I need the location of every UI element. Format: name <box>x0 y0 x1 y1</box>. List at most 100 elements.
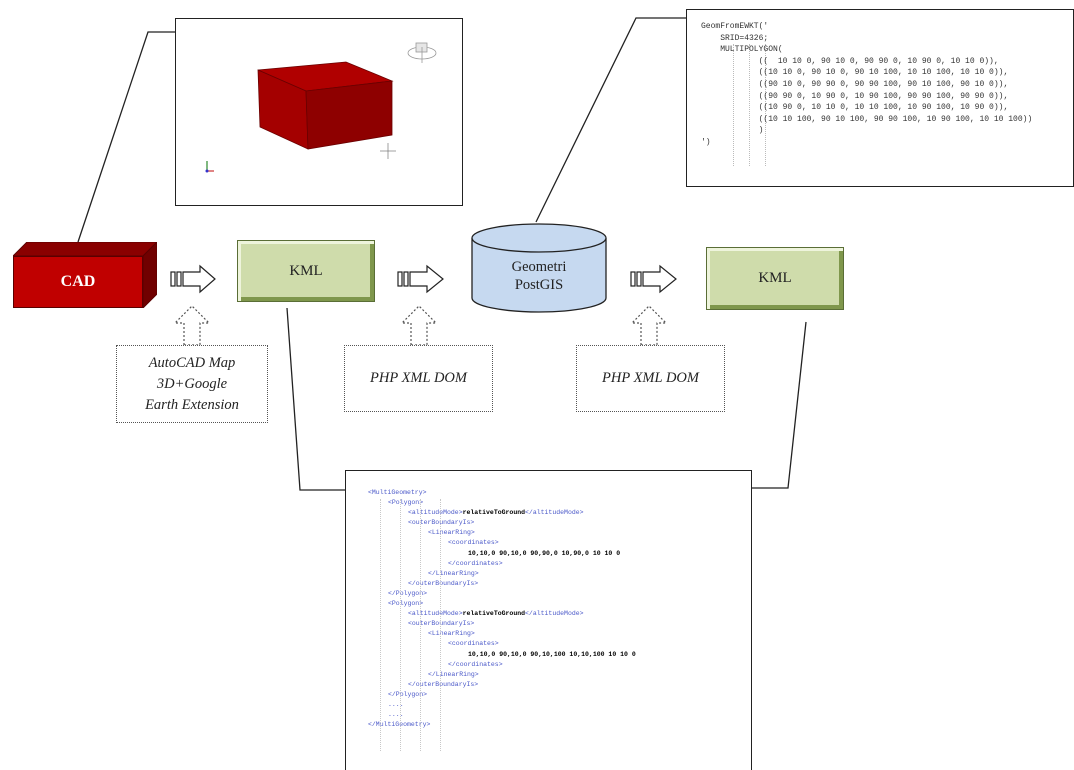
kml-line: <coordinates> <box>346 538 751 548</box>
kml-line: </outerBoundaryIs> <box>346 579 751 589</box>
cad-3d-view <box>205 42 437 173</box>
kml-tag: </Polygon> <box>388 589 428 597</box>
kml-line: </LinearRing> <box>346 670 751 680</box>
kml-line: <Polygon> <box>346 599 751 609</box>
kml-tag: </coordinates> <box>448 559 503 567</box>
kml-coordinates-value: 10,10,0 90,10,0 90,90,0 10,90,0 10 10 0 <box>468 549 621 557</box>
kml-altitude-value: relativeToGround <box>462 509 526 517</box>
kml-line: </outerBoundaryIs> <box>346 680 751 690</box>
sql-line: ((90 90 0, 10 90 0, 10 90 100, 90 90 100… <box>701 91 1009 101</box>
kml-tag: </LinearRing> <box>428 670 479 678</box>
crosshair-icon <box>380 143 396 159</box>
indent-guide <box>380 499 381 751</box>
kml-line: <MultiGeometry> <box>346 488 751 498</box>
kml-tag: <LinearRing> <box>428 529 475 537</box>
arrow-cad-to-kml <box>170 264 216 294</box>
sql-line: MULTIPOLYGON( <box>701 45 783 55</box>
cube-side-face <box>305 80 393 150</box>
kml-line: <Polygon> <box>346 498 751 508</box>
sql-line: ((10 10 100, 90 10 100, 90 90 100, 10 90… <box>701 114 1033 124</box>
kml-line: .... <box>346 710 751 720</box>
indent-guide <box>765 44 766 166</box>
kml-tag: </outerBoundaryIs> <box>408 579 479 587</box>
view-cube-icon <box>407 42 437 63</box>
kml-line: <outerBoundaryIs> <box>346 619 751 629</box>
kml-line: .... <box>346 700 751 710</box>
kml-line: <coordinates> <box>346 639 751 649</box>
arrow-db-to-kml <box>630 264 677 294</box>
up-arrow-autocad <box>173 305 211 350</box>
autocad-line3: Earth Extension <box>145 396 239 413</box>
ucs-icon <box>205 161 214 173</box>
kml-tag: .... <box>388 700 404 708</box>
database-cylinder <box>471 223 607 313</box>
kml-tag: <coordinates> <box>448 539 499 547</box>
kml-line: </Polygon> <box>346 690 751 700</box>
up-arrow-php-1 <box>400 305 438 350</box>
database-label: Geometri PostGIS <box>472 258 606 294</box>
sql-line: ) <box>701 126 764 136</box>
indent-guide <box>733 44 734 166</box>
kml-tag: <altitudeMode> <box>408 509 463 517</box>
php-xml-dom-label-1: PHP XML DOM <box>344 345 493 412</box>
kml-tag: <altitudeMode> <box>408 610 463 618</box>
cad-callout-line <box>77 31 175 243</box>
cad-box-top-face <box>13 242 157 256</box>
kml-altitude-value: relativeToGround <box>462 610 526 618</box>
autocad-line2: 3D+Google <box>156 375 228 392</box>
kml-coordinates-value: 10,10,0 90,10,0 90,10,100 10,10,100 10 1… <box>468 650 636 658</box>
kml-tag: </altitudeMode> <box>525 509 584 517</box>
kml-tag: <outerBoundaryIs> <box>408 620 475 628</box>
up-arrow-php-2 <box>630 305 668 350</box>
kml-line: <altitudeMode>relativeToGround</altitude… <box>346 508 751 518</box>
kml-tag: <coordinates> <box>448 640 499 648</box>
kml-tag: <MultiGeometry> <box>368 489 427 496</box>
sql-code-block: GeomFromEWKT(' SRID=4326; MULTIPOLYGON( … <box>701 21 1073 149</box>
sql-line: ') <box>701 137 711 147</box>
sql-line: SRID=4326; <box>701 33 769 43</box>
cad-screenshot-panel <box>175 18 463 206</box>
php-xml-dom-label-2: PHP XML DOM <box>576 345 725 412</box>
database-label-line1: Geometri <box>511 259 567 275</box>
arrow-kml-to-db <box>397 264 444 294</box>
db-callout-line <box>535 17 686 223</box>
kml-line: </coordinates> <box>346 660 751 670</box>
kml-tag: </outerBoundaryIs> <box>408 680 479 688</box>
indent-guide <box>400 499 401 751</box>
kml-line: 10,10,0 90,10,0 90,10,100 10,10,100 10 1… <box>346 650 751 660</box>
kml-line: <LinearRing> <box>346 629 751 639</box>
postgis-sql-panel: GeomFromEWKT(' SRID=4326; MULTIPOLYGON( … <box>686 9 1074 187</box>
kml-tag: </altitudeMode> <box>525 610 584 618</box>
kml-tag: .... <box>388 711 404 719</box>
kml-right-callout-line <box>752 321 807 489</box>
kml-tag: </MultiGeometry> <box>368 721 431 729</box>
cad-node: CAD <box>13 256 143 308</box>
kml-node-left: KML <box>237 240 375 302</box>
autocad-line1: AutoCAD Map <box>148 354 236 371</box>
sql-line: GeomFromEWKT(' <box>701 22 769 31</box>
kml-tag: <Polygon> <box>388 600 424 608</box>
sql-line: ((10 10 0, 90 10 0, 90 10 100, 10 10 100… <box>701 68 1009 78</box>
kml-tag: </LinearRing> <box>428 569 479 577</box>
sql-line: ((90 10 0, 90 90 0, 90 90 100, 90 10 100… <box>701 79 1009 89</box>
kml-code-block: <MultiGeometry><Polygon><altitudeMode>re… <box>346 488 751 730</box>
kml-tag: </coordinates> <box>448 660 503 668</box>
kml-line: </MultiGeometry> <box>346 720 751 730</box>
kml-tag: <outerBoundaryIs> <box>408 519 475 527</box>
kml-code-panel: <MultiGeometry><Polygon><altitudeMode>re… <box>345 470 752 770</box>
kml-tag: </Polygon> <box>388 690 428 698</box>
kml-left-callout-line <box>286 307 345 491</box>
kml-line: <LinearRing> <box>346 528 751 538</box>
indent-guide <box>749 44 750 166</box>
database-label-line2: PostGIS <box>514 277 564 293</box>
cad-box-side-face <box>143 242 157 308</box>
kml-tag: <Polygon> <box>388 499 424 507</box>
kml-line: <outerBoundaryIs> <box>346 518 751 528</box>
kml-tag: <LinearRing> <box>428 630 475 638</box>
kml-node-right: KML <box>706 247 844 310</box>
kml-line: </Polygon> <box>346 589 751 599</box>
indent-guide <box>440 499 441 751</box>
indent-guide <box>420 499 421 751</box>
kml-line: </coordinates> <box>346 559 751 569</box>
